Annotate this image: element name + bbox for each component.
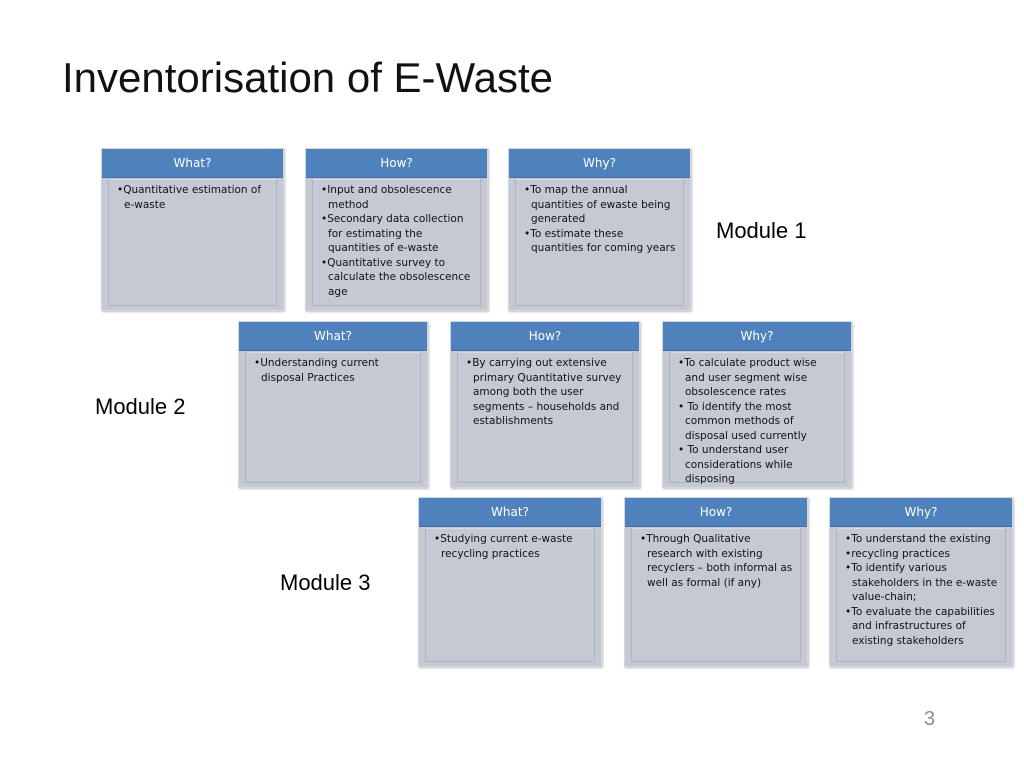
bullet-item: To map the annual quantities of ewaste b… [524,183,677,227]
bullet-item: Through Qualitative research with existi… [640,532,794,590]
module-1-how-card: How? Input and obsolescence method Secon… [305,148,488,311]
module-1-why-card: Why? To map the annual quantities of ewa… [508,148,691,311]
bullet-item: To calculate product wise and user segme… [678,356,838,400]
card-header: Why? [663,322,851,351]
card-header: How? [451,322,639,351]
card-header: What? [419,498,601,527]
module-2-what-card: What? Understanding current disposal Pra… [238,321,428,488]
card-body: Quantitative estimation of e-waste [108,179,277,306]
bullet-item: To identify various stakeholders in the … [845,561,999,605]
card-body: By carrying out extensive primary Quanti… [457,352,633,483]
bullet-item: Quantitative survey to calculate the obs… [321,256,474,300]
module-1-label: Module 1 [716,218,807,243]
card-header: Why? [830,498,1012,527]
module-2-why-card: Why? To calculate product wise and user … [662,321,852,488]
bullet-item: To evaluate the capabilities and infrast… [845,605,999,649]
card-header: What? [102,149,283,178]
bullet-item: recycling practices [845,547,999,562]
bullet-item: Quantitative estimation of e-waste [117,183,270,212]
bullet-item: Input and obsolescence method [321,183,474,212]
bullet-item: To understand the existing [845,532,999,547]
bullet-item: By carrying out extensive primary Quanti… [466,356,626,429]
card-body: To map the annual quantities of ewaste b… [515,179,684,306]
card-body: Studying current e-waste recycling pract… [425,528,595,662]
bullet-item: To understand user considerations while … [678,443,838,487]
card-body: Input and obsolescence method Secondary … [312,179,481,306]
module-3-label: Module 3 [280,570,371,595]
bullet-item: Understanding current disposal Practices [254,356,414,385]
module-1-what-card: What? Quantitative estimation of e-waste [101,148,284,311]
module-2-label: Module 2 [95,394,186,419]
slide-title: Inventorisation of E-Waste [62,54,553,101]
module-3-why-card: Why? To understand the existing recyclin… [829,497,1013,667]
page-number: 3 [924,708,936,730]
module-3-how-card: How? Through Qualitative research with e… [624,497,808,667]
bullet-item: To estimate these quantities for coming … [524,227,677,256]
card-header: Why? [509,149,690,178]
module-2-how-card: How? By carrying out extensive primary Q… [450,321,640,488]
card-header: How? [306,149,487,178]
card-body: To calculate product wise and user segme… [669,352,845,485]
bullet-item: To identify the most common methods of d… [678,400,838,444]
card-header: What? [239,322,427,351]
card-body: Understanding current disposal Practices [245,352,421,483]
card-header: How? [625,498,807,527]
bullet-item: Studying current e-waste recycling pract… [434,532,588,561]
card-body: To understand the existing recycling pra… [836,528,1006,662]
card-body: Through Qualitative research with existi… [631,528,801,662]
module-3-what-card: What? Studying current e-waste recycling… [418,497,602,667]
bullet-item: Secondary data collection for estimating… [321,212,474,256]
